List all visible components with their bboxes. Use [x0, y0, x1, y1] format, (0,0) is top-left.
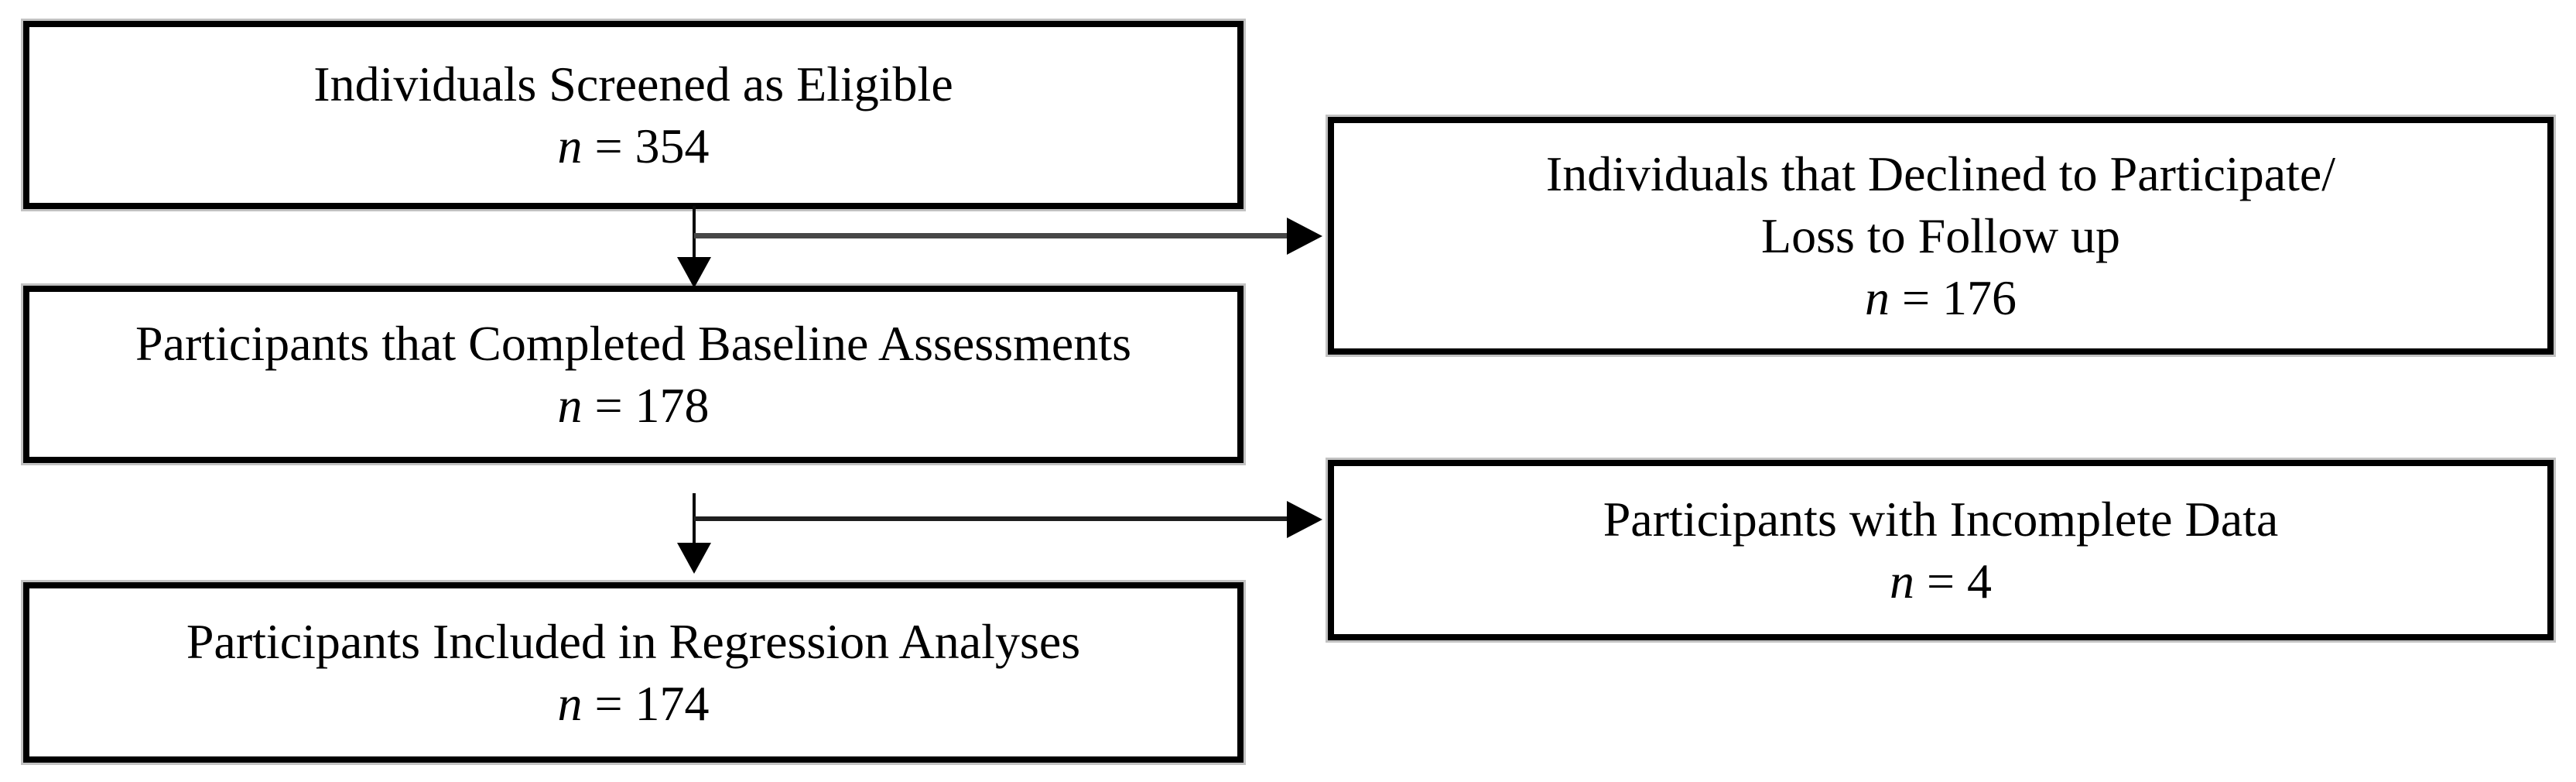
node-count: n = 174	[557, 673, 709, 735]
node-incomplete-data: Participants with Incomplete Data n = 4	[1328, 460, 2554, 640]
node-label: Participants that Completed Baseline Ass…	[135, 315, 1131, 371]
n-value: = 354	[582, 118, 710, 173]
node-label: Loss to Follow up	[1760, 208, 2121, 263]
n-value: = 176	[1889, 269, 2017, 325]
node-label: Individuals that Declined to Participate…	[1545, 146, 2336, 201]
node-label: Participants Included in Regression Anal…	[186, 613, 1081, 669]
n-symbol: n	[557, 377, 583, 433]
n-symbol: n	[557, 118, 583, 173]
node-label: Individuals Screened as Eligible	[313, 56, 953, 111]
arrowhead-down-to-regression	[677, 543, 711, 574]
connector-line-screened-to-baseline	[693, 206, 696, 259]
connector-line-to-declined	[694, 233, 1288, 238]
node-screened-eligible: Individuals Screened as Eligible n = 354	[23, 21, 1244, 209]
n-value: = 4	[1914, 553, 1993, 609]
node-declined-loss-followup: Individuals that Declined to Participate…	[1328, 117, 2554, 355]
arrowhead-right-to-incomplete	[1287, 501, 1322, 538]
n-symbol: n	[1889, 553, 1914, 609]
n-symbol: n	[557, 675, 583, 731]
node-regression-analyses: Participants Included in Regression Anal…	[23, 582, 1244, 763]
node-label: Participants with Incomplete Data	[1603, 491, 2279, 547]
node-completed-baseline: Participants that Completed Baseline Ass…	[23, 286, 1244, 463]
connector-line-to-incomplete	[694, 516, 1288, 521]
node-count: n = 354	[557, 115, 709, 177]
arrowhead-down-to-baseline	[677, 257, 711, 288]
node-count: n = 4	[1890, 550, 1992, 612]
node-count: n = 176	[1865, 267, 2017, 329]
arrowhead-right-to-declined	[1287, 218, 1322, 255]
n-value: = 178	[582, 377, 710, 433]
node-count: n = 178	[557, 375, 709, 437]
n-symbol: n	[1864, 269, 1890, 325]
n-value: = 174	[582, 675, 710, 731]
